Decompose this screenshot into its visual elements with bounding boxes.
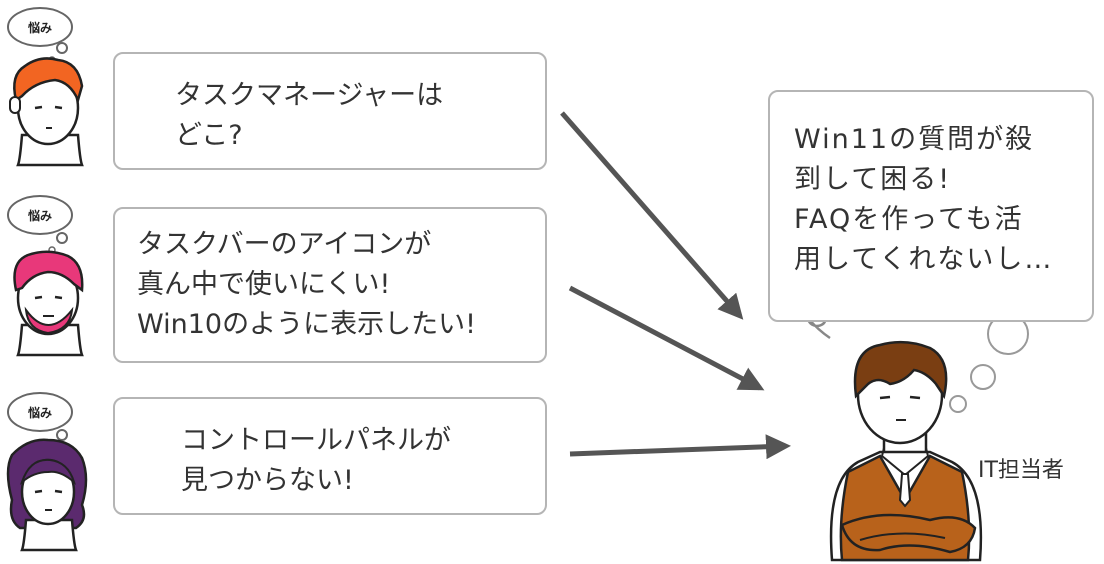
worry-3-line-1: コントロールパネルが	[181, 425, 451, 456]
worry-bubble-3: コントロールパネルが 見つからない!	[113, 397, 547, 515]
arrow-1	[560, 111, 744, 320]
worry-2-line-3: Win10のように表示したい!	[137, 309, 476, 340]
thought-tail-icon	[949, 313, 1029, 413]
it-person-icon	[829, 340, 983, 562]
worry-3-line-2: 見つからない!	[181, 465, 354, 496]
arrow-2	[568, 285, 765, 391]
it-thought-line-4: 用してくれないし…	[794, 244, 1054, 275]
person-3-icon: 悩み	[6, 392, 88, 552]
it-thought-line-1: Win11の質問が殺	[794, 124, 1035, 155]
worry-2-line-1: タスクバーのアイコンが	[137, 229, 432, 260]
worry-bubble-1: タスクマネージャーは どこ?	[113, 52, 547, 170]
worry-2-line-2: 真ん中で使いにくい!	[137, 269, 391, 300]
worry-tag-3: 悩み	[27, 405, 52, 420]
it-thought-bubble: Win11の質問が殺 到して困る! FAQを作っても活 用してくれないし…	[768, 90, 1094, 322]
worry-bubble-2: タスクバーのアイコンが 真ん中で使いにくい! Win10のように表示したい!	[113, 207, 547, 363]
worry-tag-2: 悩み	[27, 208, 52, 223]
person-1-icon: 悩み	[7, 7, 84, 167]
worry-tag-1: 悩み	[27, 20, 52, 35]
it-person-label: IT担当者	[978, 458, 1064, 483]
worry-1-line-2: どこ?	[175, 120, 243, 151]
it-thought-line-2: 到して困る!	[794, 164, 952, 195]
arrow-3	[569, 434, 791, 460]
person-2-icon: 悩み	[7, 195, 84, 357]
worry-1-line-1: タスクマネージャーは	[175, 80, 444, 111]
it-thought-line-3: FAQを作っても活	[794, 204, 1024, 235]
